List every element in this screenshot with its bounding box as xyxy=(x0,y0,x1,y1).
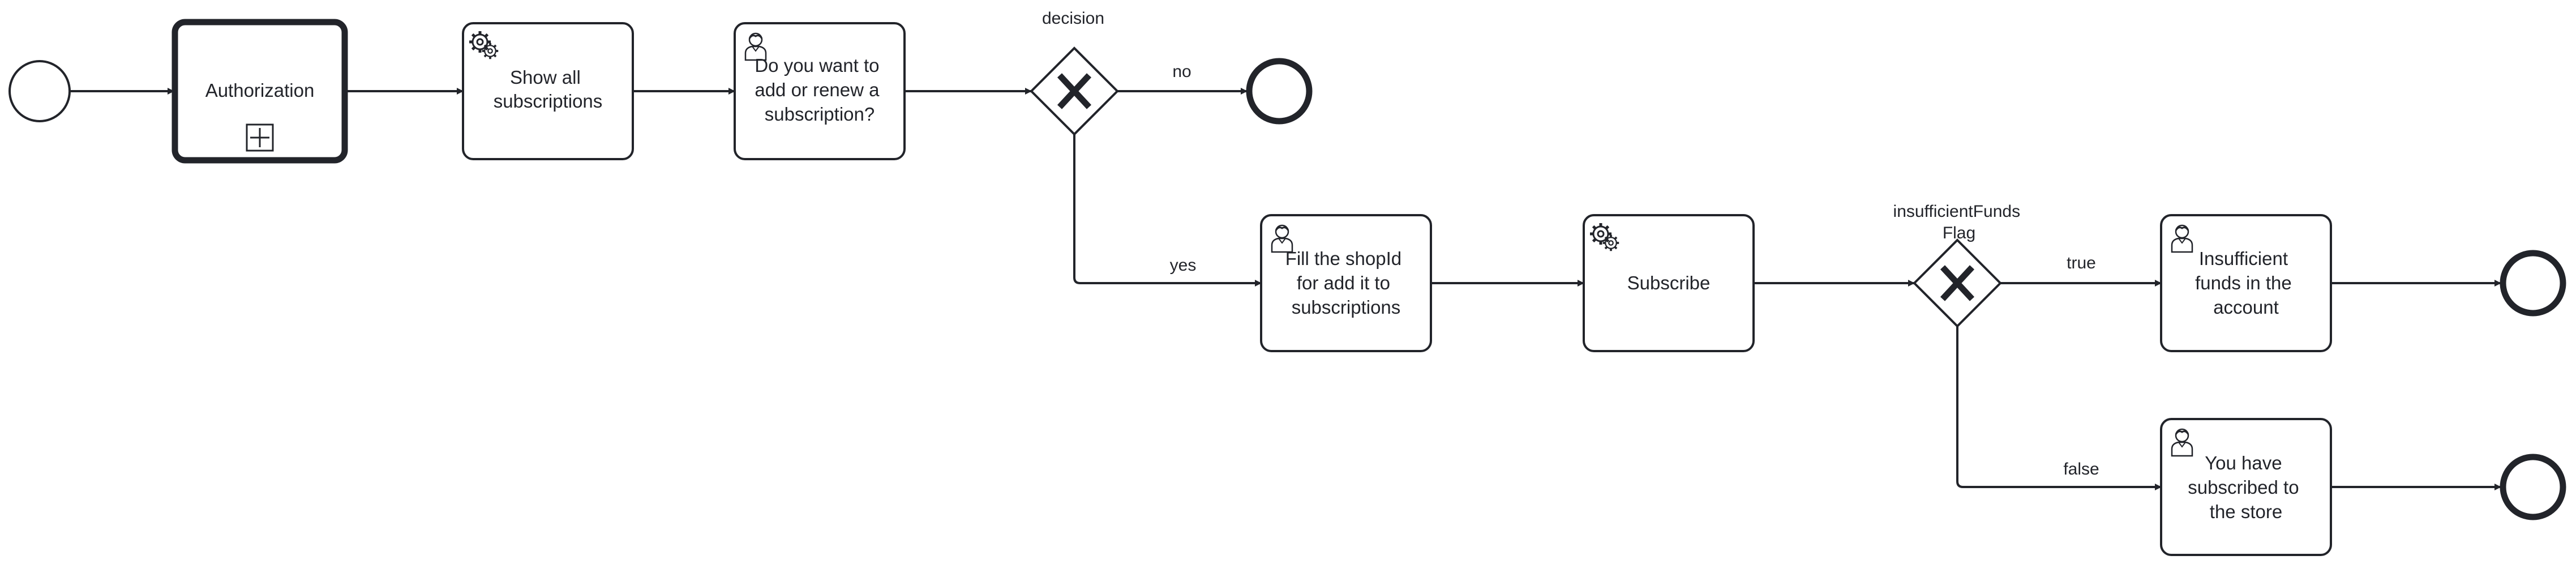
show-all-subscriptions-task[interactable]: Show all subscriptions xyxy=(462,22,634,160)
end-event-subscribed[interactable] xyxy=(2500,454,2566,520)
flow-funds-gateway-to-subscribed[interactable] xyxy=(1956,326,2162,490)
authorization-label: Authorization xyxy=(205,80,315,101)
subscribed-label: You have subscribed to the store xyxy=(2188,452,2304,522)
fill-shop-id-task[interactable]: Fill the shopId for add it to subscripti… xyxy=(1260,214,1432,352)
flow-decision-to-fill-shop-id[interactable] xyxy=(1073,134,1262,287)
funds-gateway[interactable] xyxy=(1913,238,2002,328)
insufficient-funds-label: Insufficient funds in the account xyxy=(2195,248,2297,318)
sequence-flows xyxy=(70,88,2501,490)
subscribe-label: Subscribe xyxy=(1627,272,1711,293)
flow-label-true: true xyxy=(2067,254,2096,272)
flow-labels: no yes true false xyxy=(1170,62,2099,478)
fill-shop-id-label: Fill the shopId for add it to subscripti… xyxy=(1285,248,1407,318)
funds-gateway-label: insufficientFunds Flag xyxy=(1893,202,2025,242)
show-all-subscriptions-label: Show all subscriptions xyxy=(494,67,603,112)
flow-label-false: false xyxy=(2063,460,2099,478)
subscribe-task[interactable]: Subscribe xyxy=(1583,214,1755,352)
authorization-subprocess[interactable]: Authorization xyxy=(172,19,348,164)
ask-add-renew-task[interactable]: Do you want to add or renew a subscripti… xyxy=(734,22,906,160)
flow-label-yes: yes xyxy=(1170,256,1197,275)
end-event-no[interactable] xyxy=(1246,58,1313,125)
ask-add-renew-label: Do you want to add or renew a subscripti… xyxy=(755,55,884,125)
subscribed-task[interactable]: You have subscribed to the store xyxy=(2160,418,2332,556)
insufficient-funds-task[interactable]: Insufficient funds in the account xyxy=(2160,214,2332,352)
start-event[interactable] xyxy=(8,60,71,122)
flow-label-no: no xyxy=(1172,62,1191,81)
decision-gateway-label: decision xyxy=(1042,9,1104,28)
end-event-insufficient[interactable] xyxy=(2500,250,2566,317)
decision-gateway[interactable] xyxy=(1030,46,1119,136)
expand-marker-icon[interactable] xyxy=(246,123,274,152)
